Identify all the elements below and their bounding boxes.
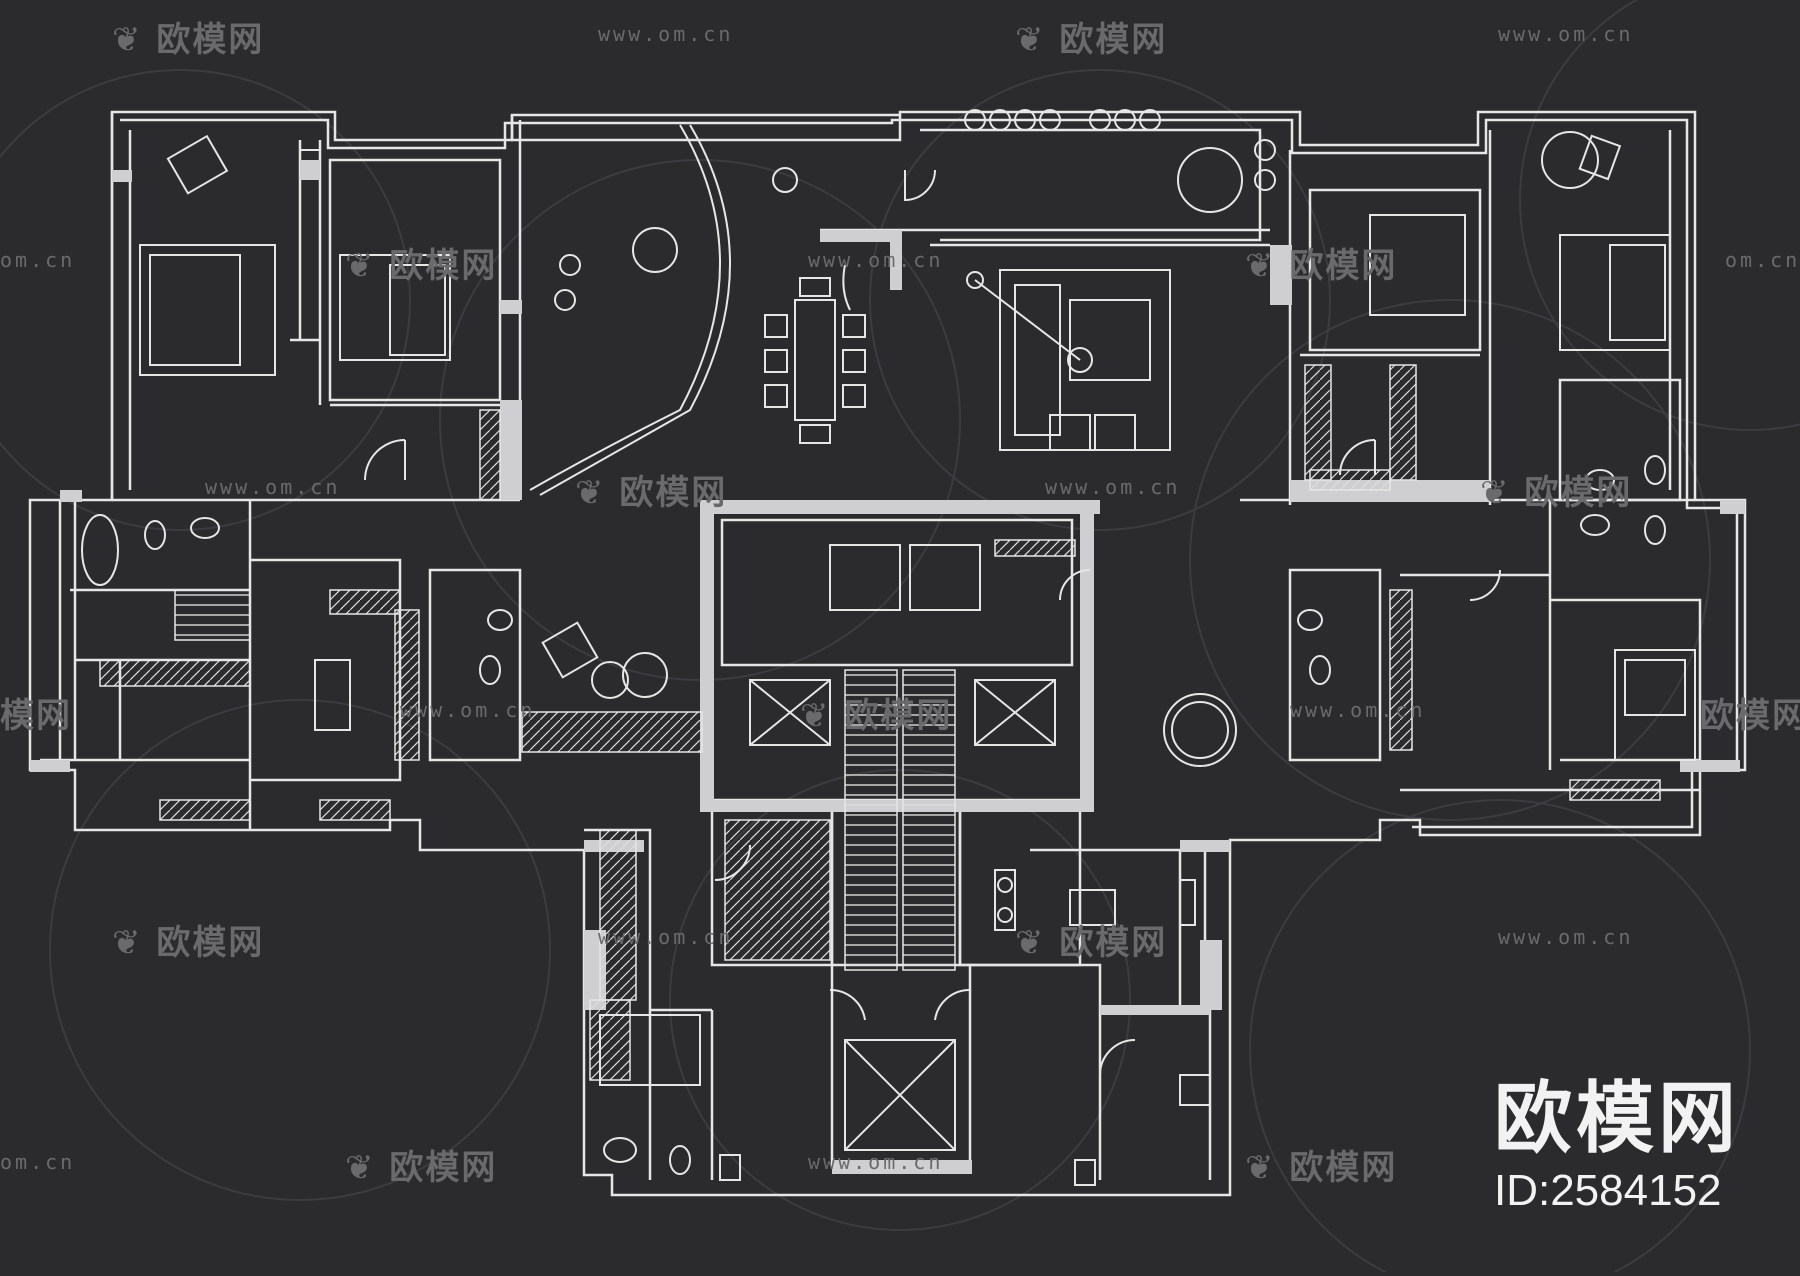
brand-block: 欧模网 ID:2584152 xyxy=(1494,1080,1740,1216)
watermark-url: www.om.cn xyxy=(598,925,734,949)
stairs xyxy=(174,589,956,971)
watermark-logo: ❦ 欧模网 xyxy=(1245,1148,1398,1188)
model-id: ID:2584152 xyxy=(1493,1166,1722,1215)
outer-wall xyxy=(28,110,1747,1197)
watermark-logo-text: 欧模网 xyxy=(844,696,953,736)
watermark-logo-text: 欧模网 xyxy=(619,473,728,513)
watermark-logo-text: 欧模网 xyxy=(1059,923,1168,963)
watermark-url: www.om.cn xyxy=(205,475,341,499)
bed-right-1 xyxy=(1369,214,1466,316)
dining-table xyxy=(794,299,836,421)
walls xyxy=(28,110,1747,1197)
elevators xyxy=(749,544,1056,1151)
watermark-url-partial: om.cn xyxy=(0,1150,76,1174)
watermark-logo: ❦ 欧模网 xyxy=(1015,923,1168,963)
watermark-logo: ❦ 欧模网 xyxy=(112,20,265,60)
watermark-logo-text: 欧模网 xyxy=(1059,20,1168,60)
watermark-logo-partial: 模网 xyxy=(0,696,72,736)
watermark-url-partial: om.cn xyxy=(1725,248,1800,272)
watermark-url: www.om.cn xyxy=(1498,22,1634,46)
wardrobes xyxy=(99,364,1661,1081)
watermark-url: www.om.cn xyxy=(400,698,536,722)
furniture xyxy=(81,109,1696,1186)
watermark-url: www.om.cn xyxy=(808,248,944,272)
watermark-url: www.om.cn xyxy=(1498,925,1634,949)
watermark-logo: ❦ 欧模网 xyxy=(575,473,728,513)
watermark-logo-text: 欧模网 xyxy=(389,1148,498,1188)
round-table xyxy=(1163,693,1237,767)
watermark-url: www.om.cn xyxy=(598,22,734,46)
watermark-logo: ❦ 欧模网 xyxy=(1480,473,1633,513)
watermark-url: www.om.cn xyxy=(808,1150,944,1174)
watermark-url: www.om.cn xyxy=(1045,475,1181,499)
watermark-logo-text: 欧模网 xyxy=(1289,246,1398,286)
watermark-logo: ❦ 欧模网 xyxy=(800,696,953,736)
bed-right-lower xyxy=(1614,649,1696,761)
watermark-logo-text: 欧模网 xyxy=(1524,473,1633,513)
watermark-logo-text: 欧模网 xyxy=(156,20,265,60)
curved-partition xyxy=(529,124,721,491)
sofa-set xyxy=(999,269,1171,451)
watermark-logo: ❦ 欧模网 xyxy=(1015,20,1168,60)
watermark-logo: ❦ 欧模网 xyxy=(112,923,265,963)
brand-logo: 欧模网 xyxy=(1493,1074,1740,1164)
watermark-logo: ❦ 欧模网 xyxy=(1245,246,1398,286)
watermark-logo: ❦ 欧模网 xyxy=(345,246,498,286)
watermark-logo-text: 欧模网 xyxy=(389,246,498,286)
watermark-logo-partial: 欧模网 xyxy=(1700,696,1800,736)
bed-left-2 xyxy=(339,254,451,361)
bed-right-2 xyxy=(1559,234,1671,351)
watermark-url: www.om.cn xyxy=(1290,698,1426,722)
wall-fills xyxy=(30,160,1745,1174)
watermark-logo-text: 欧模网 xyxy=(156,923,265,963)
bed-master-left xyxy=(139,244,276,376)
watermark-logo-text: 欧模网 xyxy=(1289,1148,1398,1188)
round-table-balcony xyxy=(1177,147,1243,213)
bed-lower-left xyxy=(599,1014,701,1086)
watermark-url-partial: om.cn xyxy=(0,248,76,272)
watermark-logo: ❦ 欧模网 xyxy=(345,1148,498,1188)
